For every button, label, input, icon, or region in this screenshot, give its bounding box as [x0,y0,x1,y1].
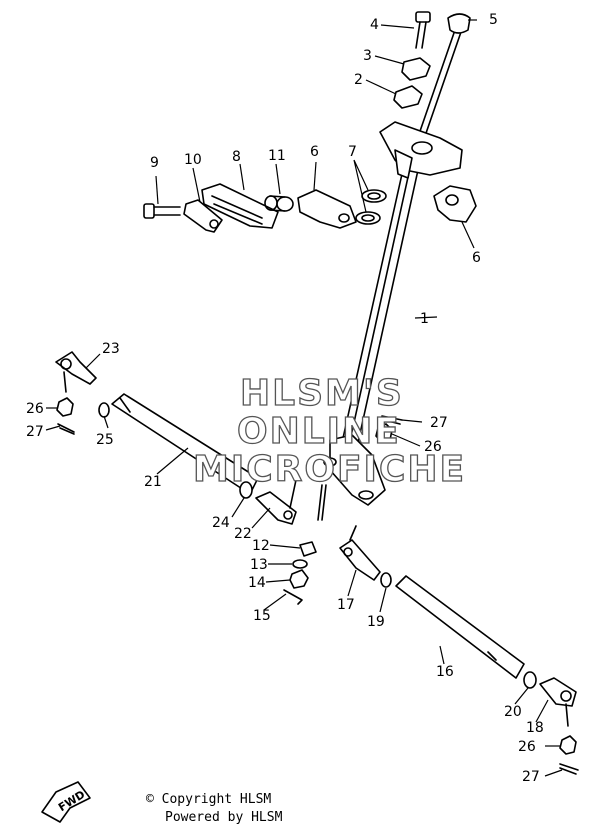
nut-24 [239,481,253,499]
watermark-line-2: ONLINE [237,411,401,452]
callout-17: 17 [337,597,355,613]
plate-8 [201,183,279,229]
callout-26-left: 26 [26,401,44,417]
washer-12 [299,541,317,557]
nut-26-right [559,735,577,755]
callout-6-left: 6 [310,144,319,160]
nut-26-left [56,397,74,417]
callout-26-right: 26 [518,739,536,755]
callout-8: 8 [232,149,241,165]
washer-13 [292,559,308,569]
watermark-line-1: HLSM'S [240,373,404,414]
tie-rod-end-18 [539,677,577,727]
callout-15: 15 [253,608,271,624]
callout-20: 20 [504,704,522,720]
collar-11 [264,195,294,212]
callout-4: 4 [370,17,379,33]
callout-14: 14 [248,575,266,591]
callout-5: 5 [489,12,498,28]
bolt-9 [143,203,181,219]
tie-rod-end-17 [339,525,381,581]
bearing-7 [355,189,387,225]
callout-19: 19 [367,614,385,630]
callout-11: 11 [268,148,286,164]
callout-22: 22 [234,526,252,542]
lower-column-bracket [317,434,386,521]
tie-rod-16 [395,575,525,679]
callout-10: 10 [184,152,202,168]
leader-lines [45,19,563,777]
arm-6-right [433,185,477,223]
tie-rod-end-22 [255,479,297,525]
arm-6-left [297,189,357,229]
pin-15 [283,589,303,605]
callout-13: 13 [250,557,268,573]
nut-19 [380,572,392,588]
nut-14 [289,569,309,589]
callout-27-center: 27 [430,415,448,431]
clamp-2 [393,85,423,109]
pin-27-left [57,423,75,435]
callout-12: 12 [252,538,270,554]
callout-21: 21 [144,474,162,490]
pin-27-right [559,763,579,775]
nut-25 [98,402,110,418]
upper-column-bracket [379,121,463,179]
callout-25: 25 [96,432,114,448]
watermark: HLSM'S ONLINE MICROFICHE [192,372,466,490]
callout-3: 3 [363,48,372,64]
copyright-text: © Copyright HLSM [146,792,272,807]
callout-labels: 1 2 3 4 5 6 6 7 8 9 10 11 12 13 14 15 16… [26,12,544,785]
callout-2: 2 [354,72,363,88]
callout-9: 9 [150,155,159,171]
tie-rod-21 [111,393,259,495]
callout-6-right: 6 [472,250,481,266]
bolt-4 [415,11,431,49]
nut-20 [523,671,537,689]
callout-18: 18 [526,720,544,736]
callout-26-center: 26 [424,439,442,455]
nut-26-center [375,423,393,443]
tie-rod-end-23 [55,351,97,393]
cap-5 [447,13,471,34]
callout-7: 7 [348,144,357,160]
callout-27-left: 27 [26,424,44,440]
callout-1: 1 [420,311,429,327]
callout-24: 24 [212,515,230,531]
fwd-arrow-icon: FWD [41,781,91,823]
callout-16: 16 [436,664,454,680]
pin-27-center [381,415,403,425]
clamp-3 [401,57,431,81]
watermark-line-3: MICROFICHE [193,449,466,490]
powered-by-text: Powered by HLSM [165,810,283,825]
link-10 [183,199,223,233]
callout-27-right: 27 [522,769,540,785]
callout-23: 23 [102,341,120,357]
